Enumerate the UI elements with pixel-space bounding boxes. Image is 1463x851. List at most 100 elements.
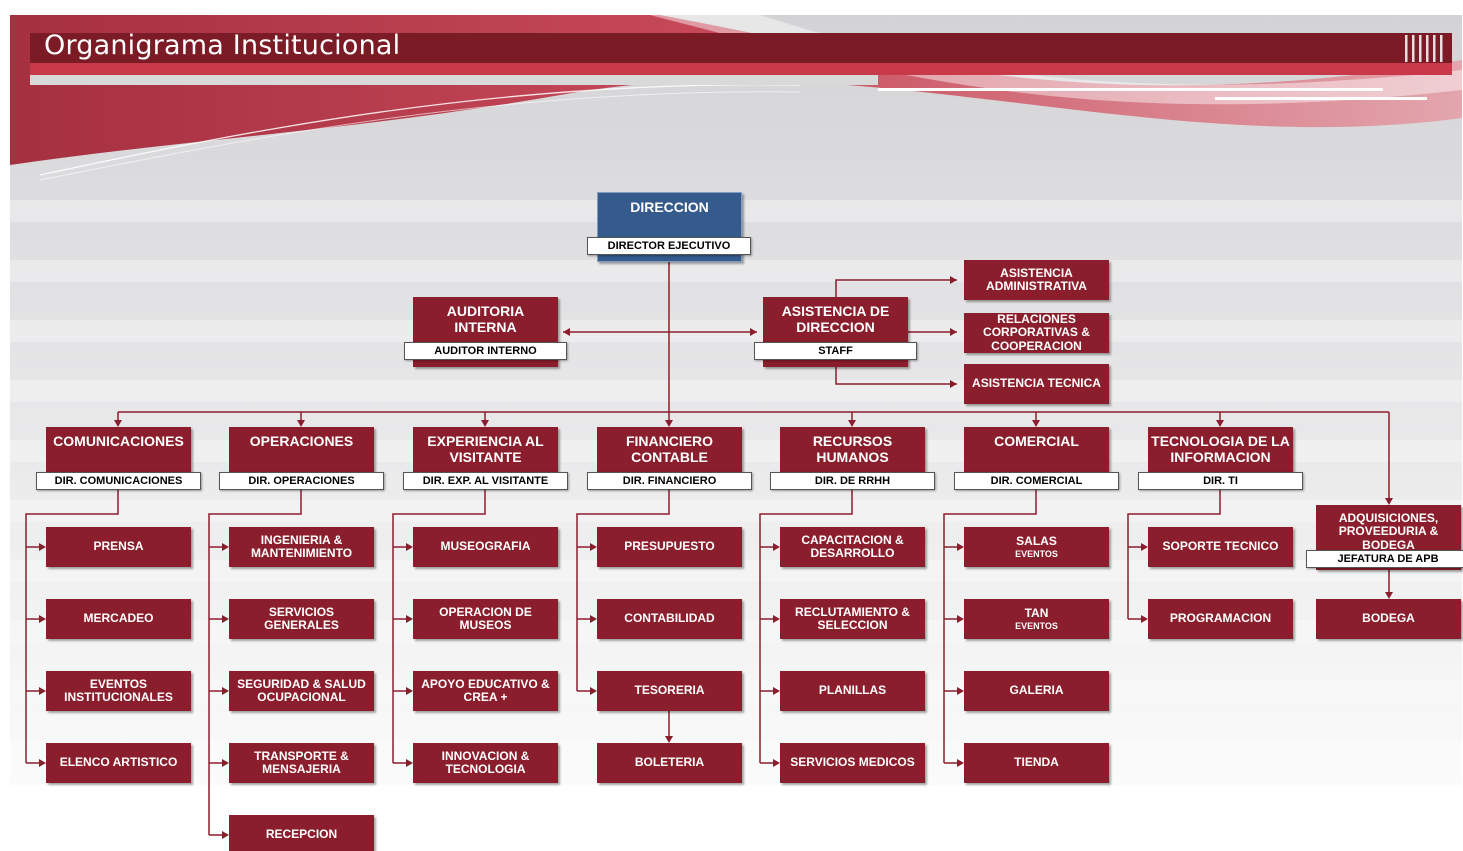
dept-experiencia-al-visitante-tag: DIR. EXP. AL VISITANTE [403, 472, 568, 490]
unit-soporte-tecnico: SOPORTE TECNICO [1148, 527, 1293, 567]
unit-tan-sublabel: EVENTOS [1015, 621, 1058, 632]
connector-arrow [957, 615, 964, 623]
dept-operaciones-spine [208, 490, 302, 835]
dept-experiencia-al-visitante-arrow [481, 420, 489, 427]
unit-transporte-mensajeria-label: TRANSPORTE & MENSAJERIA [254, 748, 349, 776]
unit-prensa: PRENSA [46, 527, 191, 567]
unit-salas-label: SALAS [1016, 533, 1057, 548]
unit-tesoreria-label: TESORERIA [634, 683, 705, 698]
unit-galeria-label: GALERIA [1009, 683, 1064, 698]
dept-adquisiciones-proveeduria-bodega-arrow [1385, 498, 1393, 505]
unit-soporte-tecnico-label: SOPORTE TECNICO [1162, 539, 1279, 554]
unit-prensa-label: PRENSA [93, 539, 144, 554]
connector-arrow [665, 736, 673, 743]
connector-arrow [950, 276, 957, 284]
unit-capacitacion-desarrollo: CAPACITACION & DESARROLLO [780, 527, 925, 567]
staff-unit-relaciones-corporativas-cooperacion-label: RELACIONES CORPORATIVAS & COOPERACION [983, 311, 1090, 353]
connector-arrow [950, 380, 957, 388]
unit-recepcion-label: RECEPCION [265, 827, 338, 842]
direccion-tag: DIRECTOR EJECUTIVO [587, 237, 751, 255]
dept-operaciones-arrow [297, 420, 305, 427]
unit-contabilidad-label: CONTABILIDAD [624, 611, 715, 626]
dept-adquisiciones-proveeduria-bodega-label: ADQUISICIONES, PROVEEDURIA & BODEGA [1338, 511, 1439, 552]
unit-tienda: TIENDA [964, 743, 1109, 783]
dept-operaciones-label: OPERACIONES [249, 433, 354, 449]
dept-comercial-spine [943, 490, 1037, 763]
unit-elenco-artistico: ELENCO ARTISTICO [46, 743, 191, 783]
dept-experiencia-al-visitante-label: EXPERIENCIA AL VISITANTE [427, 433, 544, 465]
unit-apoyo-educativo-crea: APOYO EDUCATIVO & CREA + [413, 671, 558, 711]
staff-unit-asistencia-administrativa-label: ASISTENCIA ADMINISTRATIVA [986, 265, 1087, 293]
connector-arrow [590, 543, 597, 551]
title-bar-stripes [1405, 35, 1443, 62]
dept-tecnologia-de-la-informacion-spine [1127, 490, 1221, 619]
connector-arrow [563, 328, 570, 336]
unit-tan-label: TAN [1024, 605, 1049, 620]
staff-link-3 [835, 362, 957, 385]
connector-arrow [39, 759, 46, 767]
unit-elenco-artistico-label: ELENCO ARTISTICO [59, 755, 178, 770]
unit-eventos-institucionales: EVENTOS INSTITUCIONALES [46, 671, 191, 711]
staff-unit-asistencia-administrativa: ASISTENCIA ADMINISTRATIVA [964, 260, 1109, 300]
unit-capacitacion-desarrollo-label: CAPACITACION & DESARROLLO [801, 532, 904, 560]
connector-arrow [39, 687, 46, 695]
unit-bodega: BODEGA [1316, 599, 1461, 639]
staff-unit-asistencia-tecnica: ASISTENCIA TECNICA [964, 364, 1109, 404]
connector-arrow [957, 687, 964, 695]
auditoria-tag: AUDITOR INTERNO [404, 342, 567, 360]
unit-servicios-generales-label: SERVICIOS GENERALES [264, 604, 339, 632]
unit-boleteria-label: BOLETERIA [634, 755, 705, 770]
connector-arrow [406, 543, 413, 551]
connector-arrow [773, 543, 780, 551]
unit-galeria: GALERIA [964, 671, 1109, 711]
dept-recursos-humanos-label: RECURSOS HUMANOS [812, 433, 893, 465]
unit-programacion-label: PROGRAMACION [1169, 611, 1272, 626]
unit-museografia: MUSEOGRAFIA [413, 527, 558, 567]
dept-tecnologia-de-la-informacion-arrow [1216, 420, 1224, 427]
dept-comunicaciones-arrow [114, 420, 122, 427]
unit-operacion-de-museos-label: OPERACION DE MUSEOS [439, 604, 532, 632]
connector-arrow [222, 687, 229, 695]
dept-comercial-label: COMERCIAL [994, 433, 1079, 449]
auditoria-box-label: AUDITORIA INTERNA [446, 303, 525, 335]
unit-ingenieria-mantenimiento-label: INGENIERIA & MANTENIMIENTO [250, 532, 353, 560]
connector-arrow [957, 759, 964, 767]
connector-arrow [773, 687, 780, 695]
unit-recepcion: RECEPCION [229, 815, 374, 851]
connector-arrow [222, 759, 229, 767]
connector-arrow [1141, 615, 1148, 623]
unit-apoyo-educativo-crea-label: APOYO EDUCATIVO & CREA + [421, 676, 550, 704]
connector-arrow [957, 543, 964, 551]
unit-boleteria: BOLETERIA [597, 743, 742, 783]
connector-arrow [590, 687, 597, 695]
unit-eventos-institucionales-label: EVENTOS INSTITUCIONALES [64, 676, 173, 704]
connector-arrow [39, 615, 46, 623]
unit-seguridad-salud-ocupacional: SEGURIDAD & SALUD OCUPACIONAL [229, 671, 374, 711]
dept-recursos-humanos-tag: DIR. DE RRHH [770, 472, 935, 490]
connector-arrow [39, 543, 46, 551]
unit-servicios-generales: SERVICIOS GENERALES [229, 599, 374, 639]
unit-tesoreria: TESORERIA [597, 671, 742, 711]
connector-arrow [406, 615, 413, 623]
dept-financiero-contable-arrow [665, 420, 673, 427]
dept-operaciones-tag: DIR. OPERACIONES [219, 472, 384, 490]
unit-innovacion-tecnologia: INNOVACION & TECNOLOGIA [413, 743, 558, 783]
unit-presupuesto: PRESUPUESTO [597, 527, 742, 567]
dept-financiero-contable-label: FINANCIERO CONTABLE [625, 433, 714, 465]
unit-reclutamiento-seleccion-label: RECLUTAMIENTO & SELECCION [795, 604, 910, 632]
unit-transporte-mensajeria: TRANSPORTE & MENSAJERIA [229, 743, 374, 783]
dept-comunicaciones-label: COMUNICACIONES [53, 433, 184, 449]
unit-presupuesto-label: PRESUPUESTO [624, 539, 715, 554]
unit-museografia-label: MUSEOGRAFIA [440, 539, 531, 554]
unit-mercadeo-label: MERCADEO [83, 611, 154, 626]
staff-link-1 [835, 279, 957, 297]
asistencia-box-label: ASISTENCIA DE DIRECCION [781, 303, 890, 335]
staff-unit-asistencia-tecnica-label: ASISTENCIA TECNICA [972, 376, 1101, 391]
dept-comercial-arrow [1032, 420, 1040, 427]
direccion-box-label: DIRECCION [630, 199, 709, 215]
page-title: Organigrama Institucional [44, 30, 401, 61]
connector-arrow [222, 543, 229, 551]
unit-tienda-label: TIENDA [1014, 755, 1059, 770]
